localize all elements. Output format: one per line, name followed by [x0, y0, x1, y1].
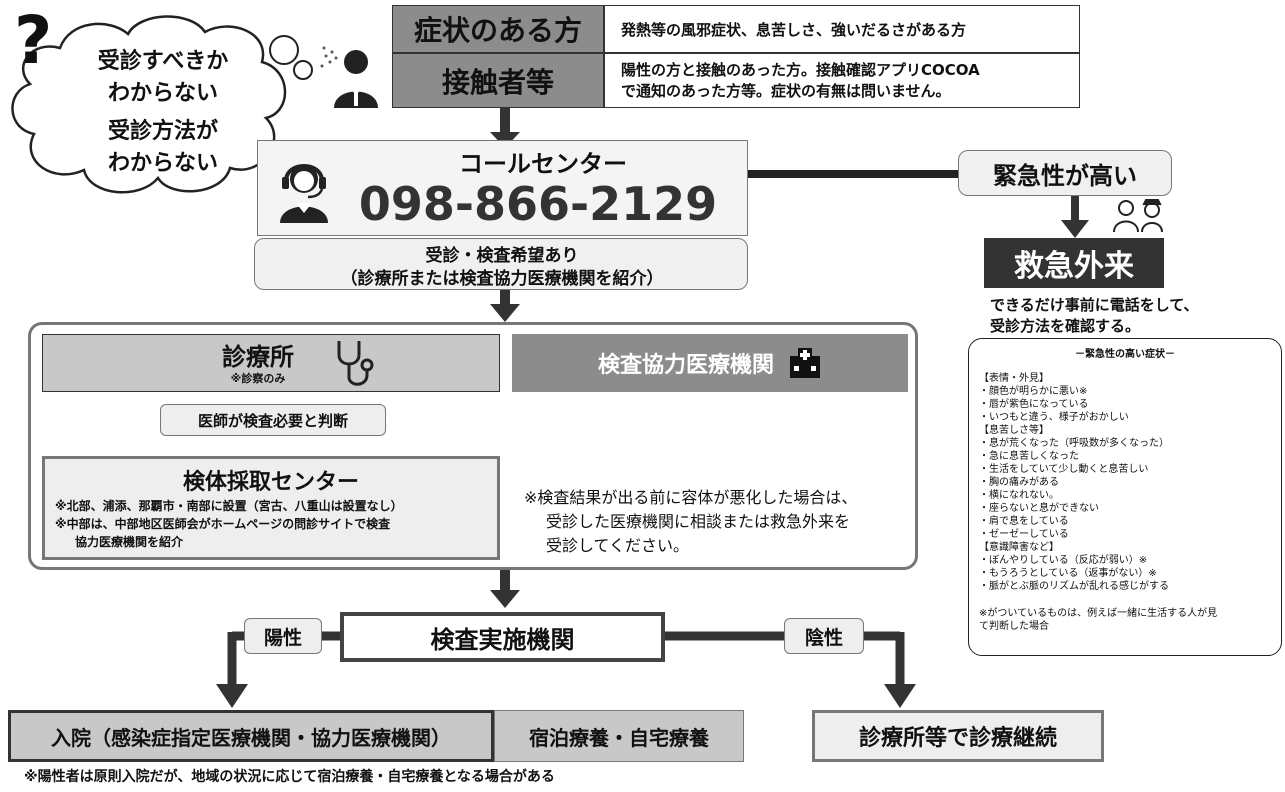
symptoms-desc: 発熱等の風邪症状、息苦しさ、強いだるさがある方 [621, 20, 967, 39]
outcome-note: ※陽性者は原則入院だが、地域の状況に応じて宿泊療養・自宅療養となる場合がある [24, 769, 555, 785]
urgent-footnote-2: て判断した場合 [979, 621, 1049, 632]
worsen-line-2: 受診した医療機関に相談または救急外来を [546, 512, 851, 531]
urgent-footnote-1: ※がついているものは、例えば一緒に生活する人が見 [979, 608, 1218, 619]
specimen-note-3: 協力医療機関を紹介 [75, 535, 184, 549]
urgent-symptom-line: ・横になれない。 [979, 490, 1059, 501]
urgent-symptom-line: ・生活をしていて少し動くと息苦しい [979, 464, 1149, 475]
urgent-symptom-line: ・ぼんやりしている（反応が弱い）※ [979, 555, 1148, 566]
operator-headset-icon [280, 164, 328, 223]
contact-label: 接触者等 [392, 53, 604, 108]
urgent-symptom-line: ・座らないと息ができない [979, 503, 1099, 514]
urgent-symptom-line: ・唇が紫色になっている [979, 399, 1089, 410]
urgent-symptom-line: 【意識障害など】 [979, 542, 1059, 553]
cloud-text-4: わからない [107, 151, 218, 176]
cooperating-label: 検査協力医療機関 [597, 353, 774, 378]
doctor-nurse-icon [1113, 199, 1163, 233]
er-note-line2: 受診方法を確認する。 [990, 317, 1141, 335]
symptoms-desc-box: 発熱等の風邪症状、息苦しさ、強いだるさがある方 [604, 5, 1080, 53]
urgent-symptom-line: 【息苦しさ等】 [979, 425, 1049, 436]
referral-box: 受診・検査希望あり （診療所または検査協力医療機関を紹介） [254, 238, 748, 290]
cooperating-box: 検査協力医療機関 [512, 334, 908, 392]
worsen-note: ※検査結果が出る前に容体が悪化した場合は、 受診した医療機関に相談または救急外来… [524, 486, 904, 558]
urgent-symptoms-list: 【表情・外見】・顔色が明らかに悪い※ ・唇が紫色になっている・いつもと違う、様子が… [979, 372, 1271, 593]
testing-facility: 検査実施機関 [340, 612, 665, 662]
specimen-note-2: ※中部は、中部地区医師会がホームページの問診サイトで検査 [55, 517, 391, 531]
urgent-symptom-line: ・いつもと違う、様子がおかしい [979, 412, 1129, 423]
symptoms-label: 症状のある方 [392, 5, 604, 53]
cloud-text-1: 受診すべきか [97, 49, 229, 74]
urgent-label: 緊急性が高い [958, 150, 1172, 196]
urgent-symptom-line: ・胸の痛みがある [979, 477, 1059, 488]
urgent-symptom-line: ・肩で息をしている [979, 516, 1069, 527]
contact-desc-line1: 陽性の方と接触のあった方。接触確認アプリCOCOA [621, 61, 980, 79]
call-center-title: コールセンター [459, 149, 627, 178]
worsen-line-1: ※検査結果が出る前に容体が悪化した場合は、 [524, 488, 858, 507]
question-mark-icon: ? [14, 2, 53, 79]
call-center-phone[interactable]: 098-866-2129 [358, 177, 718, 231]
specimen-center-box: 検体採取センター ※北部、浦添、那覇市・南部に設置（宮古、八重山は設置なし） ※… [42, 456, 500, 560]
home-care-box: 宿泊療養・自宅療養 [494, 710, 744, 762]
er-note-line1: できるだけ事前に電話をして、 [990, 296, 1199, 314]
urgent-symptoms-box: －緊急性の高い症状－ 【表情・外見】・顔色が明らかに悪い※ ・唇が紫色になっている… [968, 338, 1282, 656]
hospital-building-icon [790, 348, 820, 378]
clinic-label: 診療所 [222, 342, 294, 371]
urgent-symptom-line: ・脈がとぶ脈のリズムが乱れる感じがする [979, 581, 1169, 592]
urgent-symptoms-title: －緊急性の高い症状－ [1075, 349, 1175, 360]
specimen-center-title: 検体採取センター [182, 470, 359, 495]
thought-cloud [11, 15, 313, 194]
call-center-box: コールセンター 098-866-2129 [257, 140, 748, 236]
negative-label: 陰性 [784, 618, 864, 654]
cloud-text-3: 受診方法が [107, 119, 218, 144]
worsen-line-3: 受診してください。 [546, 536, 690, 555]
hospitalization-box: 入院（感染症指定医療機関・協力医療機関） [8, 710, 494, 762]
doctor-judge-box: 医師が検査必要と判断 [160, 404, 386, 436]
urgent-symptom-line: ・顔色が明らかに悪い※ [979, 386, 1088, 397]
positive-label: 陽性 [244, 618, 322, 654]
referral-line1: 受診・検査希望あり [425, 245, 579, 266]
specimen-note-1: ※北部、浦添、那覇市・南部に設置（宮古、八重山は設置なし） [55, 499, 403, 513]
contact-desc-line2: で通知のあった方等。症状の有無は問いません。 [621, 82, 951, 100]
cough-person-icon [320, 46, 378, 108]
urgent-symptom-line: ・ゼーゼーしている [979, 529, 1069, 540]
referral-line2: （診療所または検査協力医療機関を紹介） [340, 268, 664, 289]
clinic-box: 診療所 ※診察のみ [42, 334, 500, 392]
urgent-symptom-line: ・急に息苦しくなった [979, 451, 1079, 462]
cloud-text-2: わからない [107, 81, 218, 106]
clinic-sub: ※診察のみ [230, 372, 286, 385]
er-label: 救急外来 [984, 238, 1164, 288]
contact-desc-box: 陽性の方と接触のあった方。接触確認アプリCOCOA で通知のあった方等。症状の有… [604, 53, 1080, 108]
continue-care-box: 診療所等で診療継続 [812, 710, 1104, 762]
stethoscope-icon [337, 341, 374, 386]
urgent-symptom-line: ・もうろうとしている（返事がない）※ [979, 568, 1157, 579]
urgent-symptom-line: 【表情・外見】 [979, 373, 1049, 384]
urgent-symptom-line: ・息が荒くなった（呼吸数が多くなった） [979, 438, 1169, 449]
